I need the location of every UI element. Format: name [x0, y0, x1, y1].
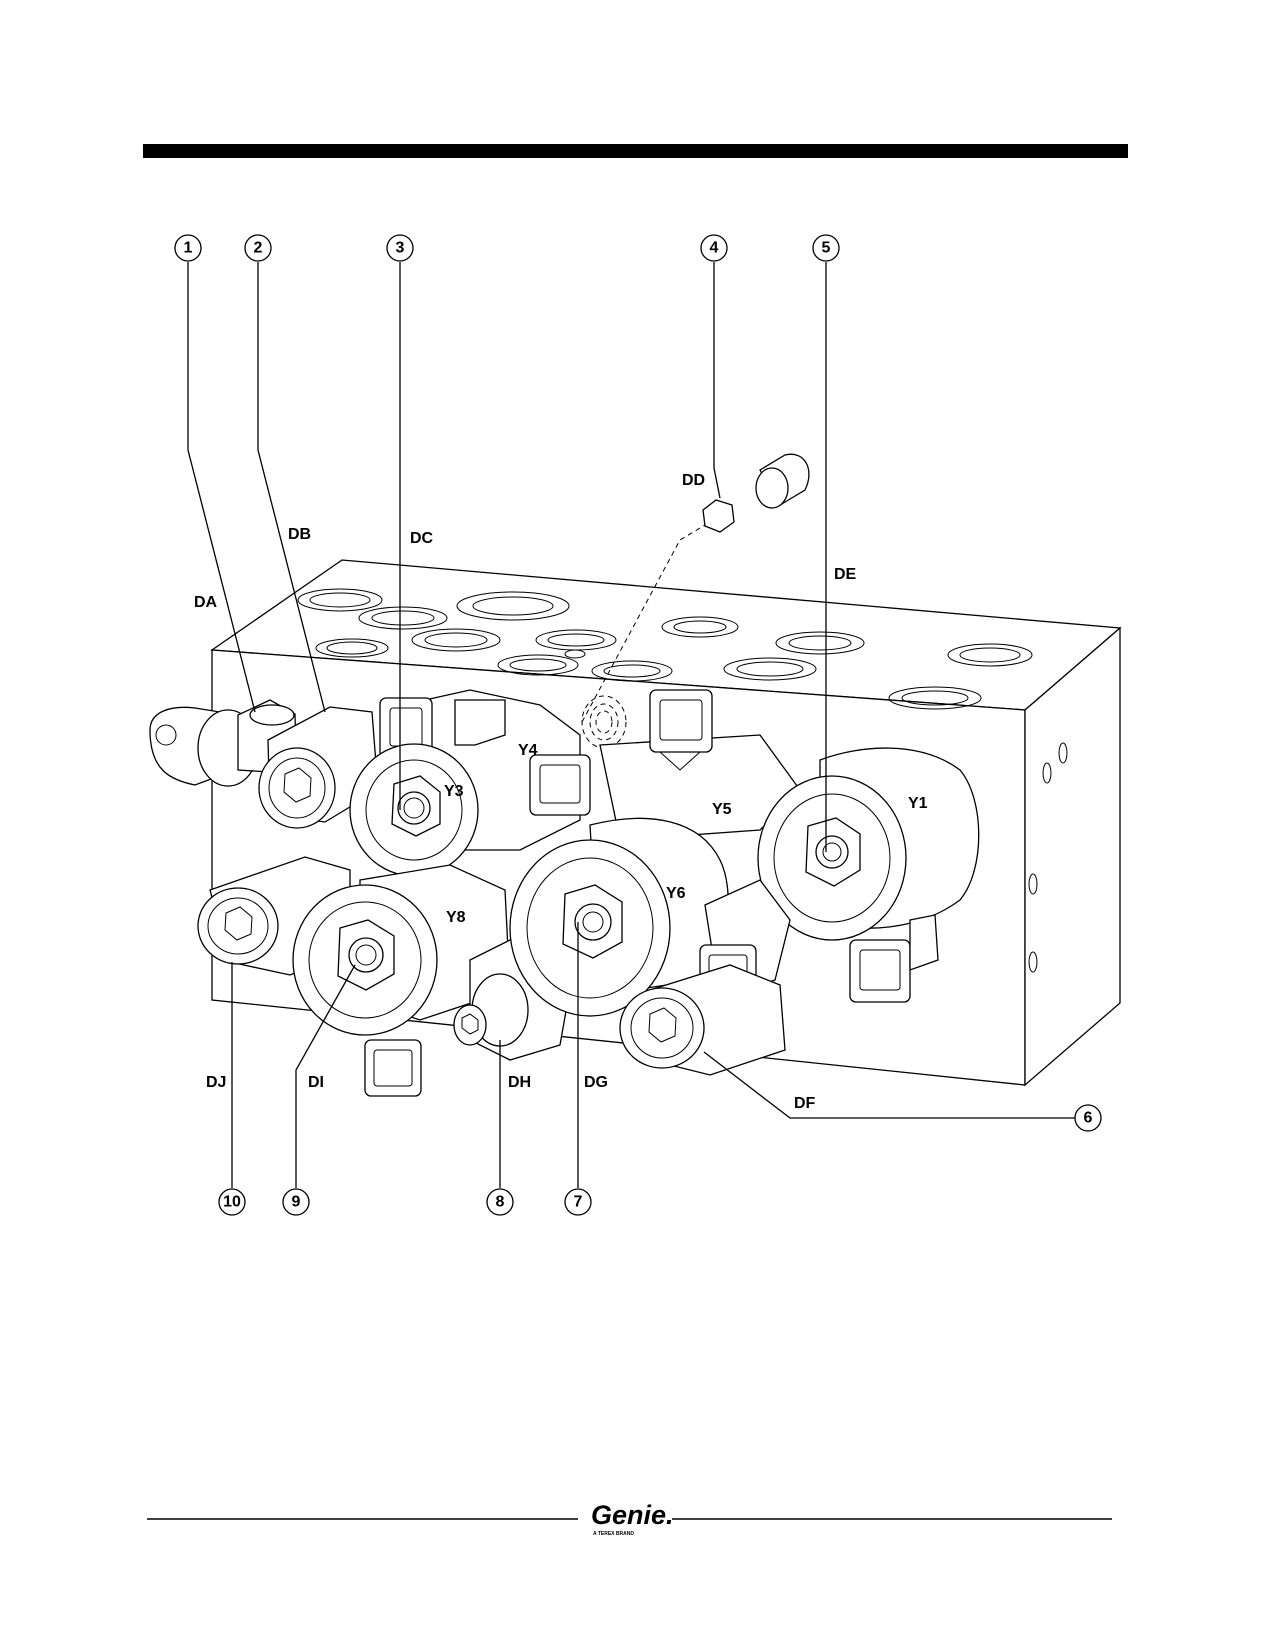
callout-3: 3	[386, 234, 414, 262]
cartridge-df	[619, 964, 786, 1076]
svg-text:3: 3	[396, 240, 405, 257]
label-de: DE	[834, 566, 857, 583]
svg-text:8: 8	[496, 1194, 505, 1211]
callout-7: 7	[564, 1188, 592, 1216]
label-y8: Y8	[446, 909, 466, 926]
svg-text:5: 5	[822, 240, 831, 257]
cartridge-dh	[364, 929, 576, 1097]
coil-y5	[599, 689, 801, 841]
label-dh: DH	[508, 1074, 531, 1091]
cartridge-db	[258, 706, 379, 829]
label-dg: DG	[584, 1074, 608, 1091]
label-dc: DC	[410, 530, 434, 547]
svg-text:9: 9	[292, 1194, 301, 1211]
svg-text:6: 6	[1084, 1110, 1093, 1127]
label-dd: DD	[682, 472, 705, 489]
svg-text:4: 4	[710, 240, 719, 257]
svg-text:2: 2	[254, 240, 263, 257]
callout-10: 10	[218, 1188, 246, 1216]
label-df: DF	[794, 1095, 816, 1112]
leader-lines	[187, 262, 1075, 1188]
genie-logo: Genie. A TEREX BRAND	[591, 1500, 674, 1537]
svg-text:10: 10	[223, 1194, 241, 1211]
label-y6: Y6	[666, 885, 686, 902]
label-y1: Y1	[908, 795, 928, 812]
label-y5: Y5	[712, 801, 732, 818]
fitting-dd	[702, 453, 810, 533]
callout-9: 9	[282, 1188, 310, 1216]
svg-text:Genie.: Genie.	[591, 1500, 674, 1530]
label-dj: DJ	[206, 1074, 226, 1091]
svg-text:7: 7	[574, 1194, 583, 1211]
callout-6: 6	[1074, 1104, 1102, 1132]
callout-5: 5	[812, 234, 840, 262]
svg-text:A TEREX BRAND: A TEREX BRAND	[593, 1531, 634, 1537]
header-bar	[143, 144, 1128, 158]
svg-text:1: 1	[184, 240, 193, 257]
coil-y3	[349, 743, 479, 877]
callout-2: 2	[244, 234, 272, 262]
callout-1: 1	[174, 234, 202, 262]
label-da: DA	[194, 594, 218, 611]
callout-4: 4	[700, 234, 728, 262]
callout-8: 8	[486, 1188, 514, 1216]
label-y3: Y3	[444, 783, 464, 800]
label-y4: Y4	[518, 742, 538, 759]
label-di: DI	[308, 1074, 324, 1091]
coil-y1	[757, 747, 980, 1003]
label-db: DB	[288, 526, 311, 543]
